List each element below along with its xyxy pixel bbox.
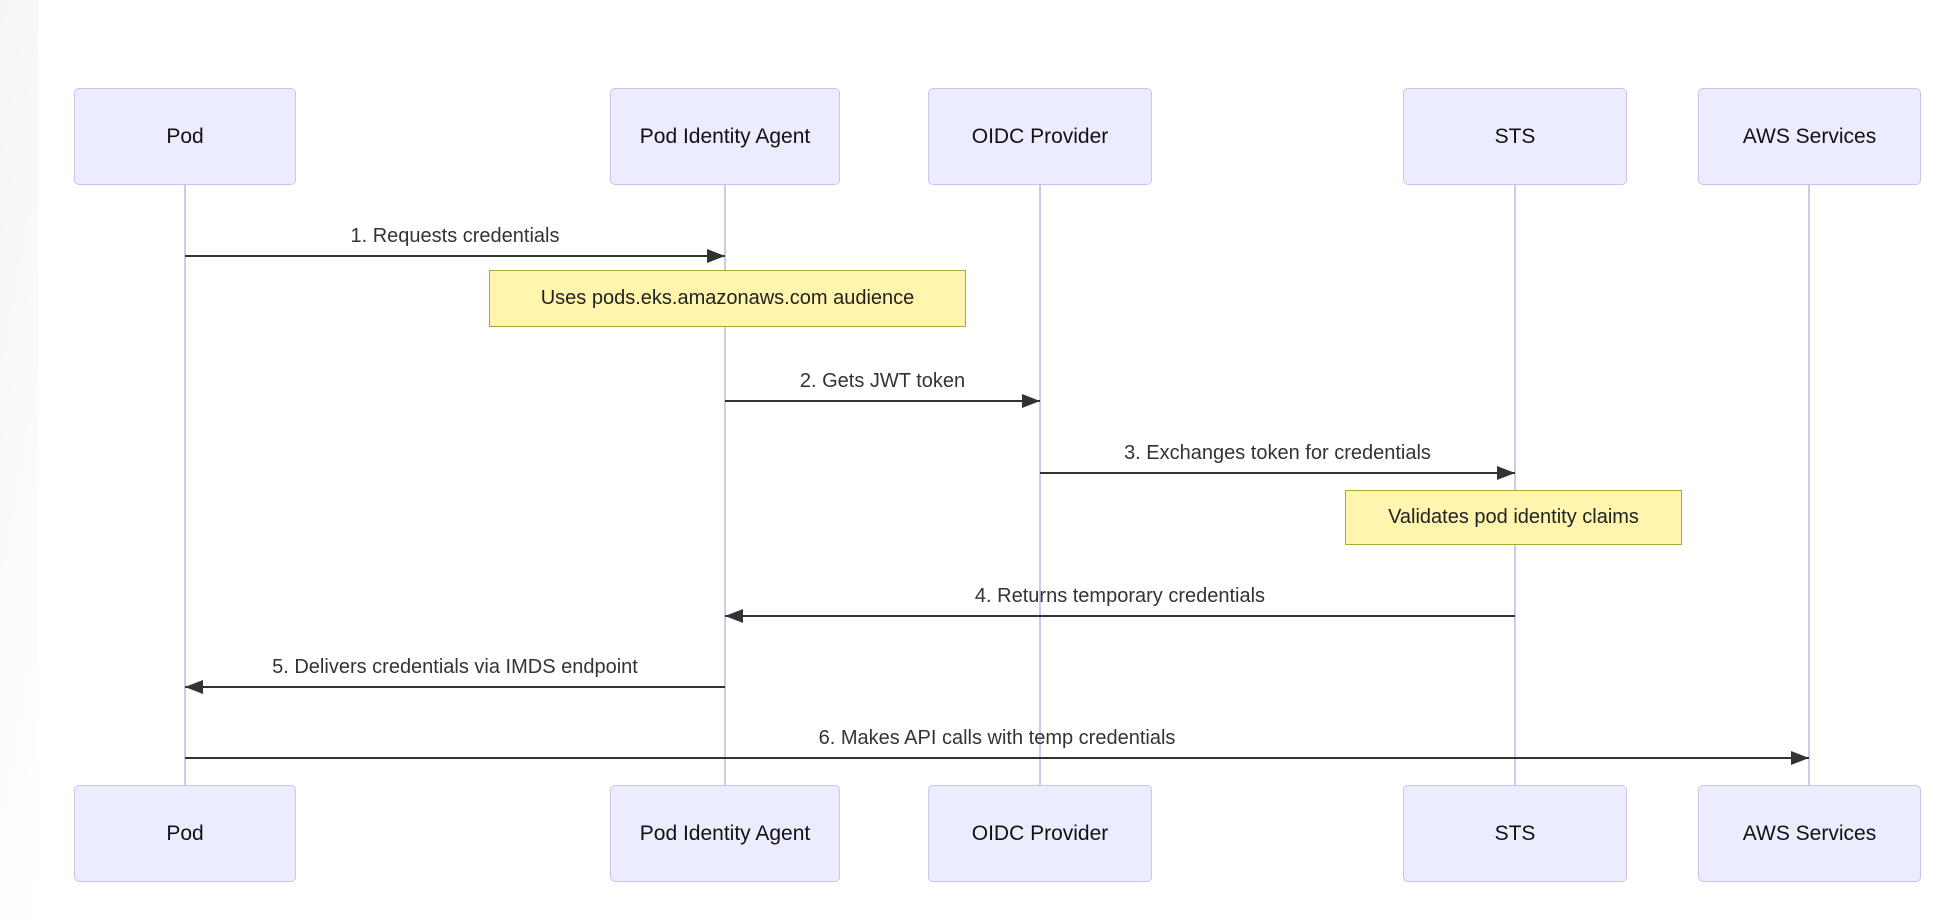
message-2: 2. Gets JWT token: [725, 368, 1040, 408]
message-5-label: 5. Delivers credentials via IMDS endpoin…: [272, 656, 638, 678]
lifeline-pod: [184, 185, 186, 785]
actor-top-pod-identity-agent: Pod Identity Agent: [610, 88, 840, 185]
lifeline-aws-services: [1808, 185, 1810, 785]
message-3-label: 3. Exchanges token for credentials: [1124, 442, 1431, 464]
actor-top-oidc-provider-label: OIDC Provider: [971, 124, 1109, 148]
actor-top-aws-services-label: AWS Services: [1742, 124, 1877, 148]
message-2-arrow-right-icon: [725, 394, 1040, 408]
actor-top-oidc-provider: OIDC Provider: [928, 88, 1152, 185]
note-validates-claims: Validates pod identity claims: [1345, 490, 1682, 545]
message-6-arrow-right-icon: [185, 751, 1809, 765]
actor-bottom-oidc-provider-label: OIDC Provider: [971, 821, 1109, 845]
actor-bottom-pod-label: Pod: [166, 821, 204, 845]
note-audience: Uses pods.eks.amazonaws.com audience: [489, 270, 966, 327]
actor-top-sts-label: STS: [1494, 124, 1536, 148]
note-audience-label: Uses pods.eks.amazonaws.com audience: [540, 287, 915, 309]
message-4-label: 4. Returns temporary credentials: [974, 585, 1266, 607]
actor-bottom-sts: STS: [1403, 785, 1627, 882]
message-3: 3. Exchanges token for credentials: [1040, 440, 1515, 480]
message-4: 4. Returns temporary credentials: [725, 583, 1515, 623]
lifeline-oidc-provider: [1039, 185, 1041, 785]
message-5: 5. Delivers credentials via IMDS endpoin…: [185, 654, 725, 694]
actor-bottom-oidc-provider: OIDC Provider: [928, 785, 1152, 882]
actor-bottom-aws-services-label: AWS Services: [1742, 821, 1877, 845]
actor-bottom-pod-identity-agent-label: Pod Identity Agent: [639, 821, 811, 845]
message-4-arrow-left-icon: [725, 609, 1515, 623]
actor-top-pod-identity-agent-label: Pod Identity Agent: [639, 124, 811, 148]
message-2-label: 2. Gets JWT token: [799, 370, 966, 392]
message-3-arrow-right-icon: [1040, 466, 1515, 480]
note-validates-claims-label: Validates pod identity claims: [1388, 506, 1639, 528]
message-1-label: 1. Requests credentials: [350, 225, 560, 247]
actor-top-pod: Pod: [74, 88, 296, 185]
actor-bottom-pod: Pod: [74, 785, 296, 882]
actor-bottom-aws-services: AWS Services: [1698, 785, 1921, 882]
actor-bottom-pod-identity-agent: Pod Identity Agent: [610, 785, 840, 882]
message-6: 6. Makes API calls with temp credentials: [185, 725, 1809, 765]
actor-bottom-sts-label: STS: [1494, 821, 1536, 845]
actor-top-aws-services: AWS Services: [1698, 88, 1921, 185]
lifeline-pod-identity-agent: [724, 185, 726, 785]
message-1-arrow-right-icon: [185, 249, 725, 263]
lifeline-sts: [1514, 185, 1516, 785]
actor-top-pod-label: Pod: [166, 124, 204, 148]
message-5-arrow-left-icon: [185, 680, 725, 694]
message-1: 1. Requests credentials: [185, 223, 725, 263]
message-6-label: 6. Makes API calls with temp credentials: [818, 727, 1176, 749]
actor-top-sts: STS: [1403, 88, 1627, 185]
left-margin-strip: [0, 0, 38, 922]
